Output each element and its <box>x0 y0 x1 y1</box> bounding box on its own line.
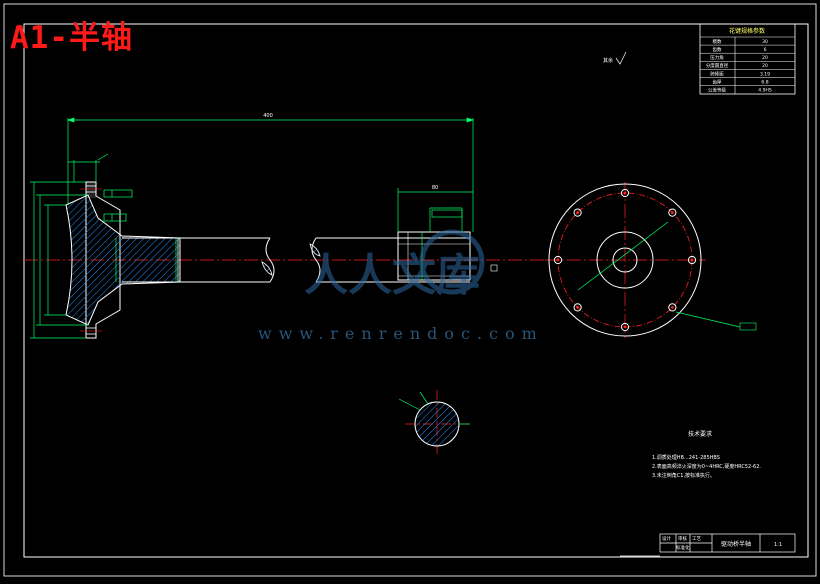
bolt-hole-center <box>623 325 627 329</box>
dimension-lines <box>30 117 475 339</box>
param-value: 6 <box>764 47 767 53</box>
param-value: 20 <box>762 63 768 69</box>
tech-req-item: 1.调质处理HB...241-285HBS <box>652 454 720 461</box>
bolt-hole-center <box>670 211 674 215</box>
flange-hub-section <box>65 194 181 326</box>
param-value: 30 <box>762 39 768 45</box>
bolt-hole-center <box>556 258 560 262</box>
tech-req-item: 2.表面高频淬火深度为0~4HRC,硬度HRC52-62. <box>652 463 761 470</box>
bolt-hole-center <box>670 305 674 309</box>
param-name: 模数 <box>713 38 722 45</box>
bolt-hole-center <box>690 258 694 262</box>
watermark-logo: 人人文库 <box>304 229 485 301</box>
watermark-url: www.renrendoc.com <box>258 324 544 343</box>
roughness-note: 其余 <box>603 51 627 65</box>
tech-req-item: 3.未注倒角C1,按标准执行。 <box>652 472 715 479</box>
bolt-hole <box>573 208 582 217</box>
bolt-hole <box>620 322 630 332</box>
drawing-name: 驱动桥半轴 <box>721 540 751 548</box>
spline-parameter-table: 花键规格参数 模数 30 齿数 6 压力角 20 分度圆直径 20 跨棒距 3.19 齿厚 6.8 公差… <box>699 23 796 95</box>
drawing-scale: 1:1 <box>774 542 782 548</box>
title-block-text: 设计 审核 工艺 标准化 驱动桥半轴 1:1 <box>662 535 782 551</box>
bolt-hole-center <box>576 305 580 309</box>
spline-length-dim: 80 <box>432 185 438 191</box>
spline-cross-section <box>398 390 470 455</box>
watermark-brand: 人人文库 <box>304 250 480 301</box>
bolt-hole <box>668 208 677 217</box>
param-name: 压力角 <box>710 54 724 61</box>
title-block-label: 标准化 <box>676 544 690 551</box>
param-name: 公差等级 <box>708 87 726 94</box>
title-block-label: 设计 <box>662 535 671 542</box>
tech-req-heading: 技术要求 <box>688 430 712 438</box>
param-name: 分度圆直径 <box>706 62 729 69</box>
title-block <box>620 533 796 558</box>
half-shaft-side-view <box>24 181 545 339</box>
bolt-hole <box>573 303 582 312</box>
param-name: 齿数 <box>713 46 722 53</box>
dimension-texts: 400 80 <box>263 113 438 191</box>
bolt-hole-center <box>576 211 580 215</box>
bolt-hole <box>668 303 677 312</box>
bolt-hole <box>620 188 630 198</box>
param-value: 20 <box>762 55 768 61</box>
roughness-note-text: 其余 <box>603 57 613 64</box>
overall-length-dim: 400 <box>263 113 273 119</box>
inner-frame <box>23 23 809 558</box>
title-block-label: 审核 <box>678 535 687 542</box>
technical-requirements: 技术要求 1.调质处理HB...241-285HBS 2.表面高频淬火深度为0~… <box>652 430 761 479</box>
bolt-hole-center <box>623 191 627 195</box>
param-name: 齿厚 <box>713 79 722 85</box>
param-value: 4.9HS <box>758 88 772 94</box>
outer-frame <box>3 3 817 577</box>
flange-end-view <box>545 182 757 338</box>
param-table-heading: 花键规格参数 <box>729 27 765 35</box>
bolt-hole <box>553 255 563 265</box>
title-block-label: 工艺 <box>692 536 701 542</box>
bolt-hole <box>687 255 697 265</box>
param-name: 跨棒距 <box>710 70 724 77</box>
param-value: 3.19 <box>760 71 770 77</box>
param-value: 6.8 <box>761 79 768 85</box>
drawing-title: A1-半轴 <box>10 20 133 56</box>
